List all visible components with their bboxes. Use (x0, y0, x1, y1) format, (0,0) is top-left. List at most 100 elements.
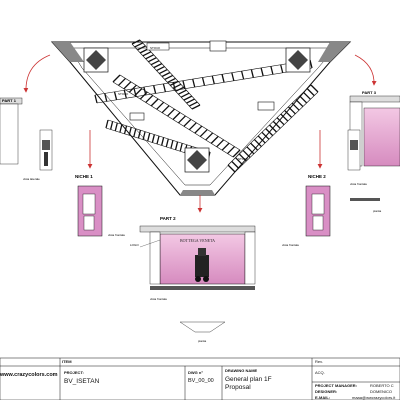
track-sleeper (201, 77, 206, 86)
track-sleeper (131, 39, 141, 45)
track-sleeper (183, 95, 193, 101)
track-sleeper (272, 120, 281, 129)
track-sleeper (161, 137, 165, 146)
track-sleeper (280, 113, 289, 122)
track-sleeper (137, 45, 146, 51)
track-sleeper (182, 80, 186, 89)
item-label: ITEM (62, 359, 72, 364)
track-sleeper (221, 74, 225, 83)
drawing-name-value: General plan 1F (225, 376, 272, 383)
bv-sign: BOTTEGA VENETA (180, 238, 215, 243)
train-silhouette (195, 248, 209, 282)
track-sleeper (165, 138, 169, 148)
track-sleeper (260, 67, 264, 77)
part3-elevation: PART 3 vista frontale pianta (347, 90, 400, 213)
track-sleeper (169, 80, 179, 86)
track-sleeper (133, 128, 137, 137)
part1-label: PART 1 (2, 98, 17, 103)
track-sleeper (158, 68, 168, 75)
wall-right (318, 42, 350, 62)
track-sleeper (269, 124, 277, 133)
track-sleeper (142, 51, 152, 57)
stock-label-2: STOCK (118, 92, 128, 96)
track-sleeper (174, 141, 179, 150)
track-sleeper (150, 60, 160, 66)
track-sleeper (123, 125, 128, 134)
track-sleeper (104, 93, 108, 102)
niche2: NICHE 2 vista frontale (282, 174, 331, 247)
drawing-name-sub: Proposal (225, 384, 251, 391)
niche1: NICHE 1 vista frontale (75, 174, 125, 237)
track-sleeper (110, 121, 114, 130)
track-sleeper (257, 135, 266, 144)
part2-caption: vista frontale (150, 297, 167, 301)
track-sleeper (139, 91, 148, 100)
stock-label-1: STOCK (150, 46, 160, 50)
track-sleeper (147, 132, 151, 142)
track-sleeper (191, 104, 201, 110)
track-sleeper (284, 109, 293, 118)
track-sleeper (112, 74, 121, 83)
niche1-label: NICHE 1 (75, 174, 93, 179)
track-sleeper (231, 160, 240, 169)
track-sleeper (192, 78, 196, 88)
track-sleeper (205, 132, 214, 141)
track-sleeper (291, 102, 300, 111)
section-arrows (23, 54, 377, 213)
niche1-caption: vista frontale (108, 233, 125, 237)
track-sleeper (238, 153, 247, 162)
dwg-value: BV_00_00 (188, 378, 214, 384)
track-sleeper (270, 66, 274, 75)
floor-plan: STOCK STOCK STOCK (50, 39, 352, 196)
track-sleeper (221, 142, 230, 151)
track-sleeper (178, 89, 187, 95)
track-sleeper (167, 77, 176, 83)
track-sleeper (123, 81, 132, 90)
track-sleeper (180, 92, 190, 98)
track-sleeper (172, 83, 182, 89)
display-cube-bottom (184, 147, 210, 173)
track-sleeper (161, 71, 171, 78)
track-sleeper (162, 83, 167, 93)
part2-top-caption: pianta (198, 339, 207, 343)
track-sleeper (216, 139, 225, 148)
title-block-frame (0, 357, 400, 400)
track-sleeper (153, 63, 163, 69)
project-label: PROJECT: (64, 370, 84, 375)
track-sleeper (276, 117, 285, 126)
part3-view-caption: vista frontale (350, 182, 367, 186)
track-sleeper (232, 149, 241, 158)
niche2-caption: vista frontale (282, 243, 299, 247)
track-sleeper (150, 98, 159, 107)
track-sleeper (114, 122, 118, 132)
track-sleeper (210, 135, 219, 144)
track-sleeper (148, 57, 157, 63)
wall-left (52, 42, 84, 62)
part3-top-caption: pianta (373, 209, 382, 213)
track-sleeper (128, 84, 137, 93)
niche2-label: NICHE 2 (308, 174, 326, 179)
display-cube-right (285, 47, 311, 73)
track-sleeper (94, 94, 98, 104)
rev-label: Rev. (315, 359, 323, 364)
acq-label: ACQ. (315, 370, 325, 375)
part3-label: PART 3 (362, 90, 377, 95)
track-sleeper (145, 94, 154, 103)
part2-top-view (179, 321, 226, 333)
logo-label: LOGO (130, 243, 139, 247)
track-sleeper (235, 157, 244, 166)
track-sleeper (302, 91, 311, 100)
track-sleeper (156, 135, 160, 145)
track-sleeper (253, 139, 262, 148)
track-sleeper (299, 95, 308, 104)
track-sleeper (246, 146, 255, 155)
track-sleeper (177, 115, 186, 124)
email-label: E-MAIL: (315, 395, 331, 400)
track-sleeper (188, 101, 198, 107)
track-sleeper (227, 146, 236, 155)
track-sleeper (295, 99, 304, 108)
part2-label: PART 2 (160, 216, 176, 221)
track-sleeper (188, 122, 197, 131)
track-sleeper (156, 101, 165, 110)
pm-value: ROBERTO C (370, 383, 394, 388)
